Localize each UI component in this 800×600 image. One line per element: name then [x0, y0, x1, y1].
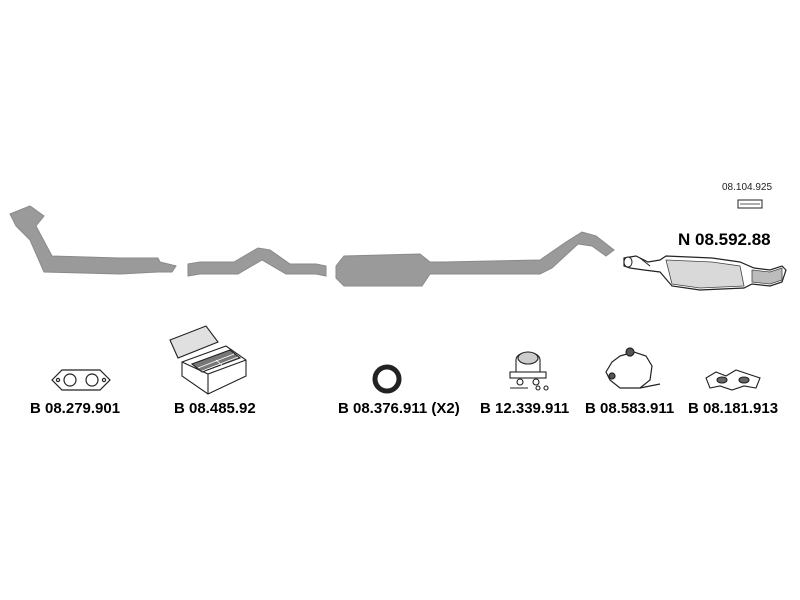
rubber-hanger-icon — [605, 347, 661, 389]
gasket-icon — [51, 369, 111, 391]
small-part-label: 08.104.925 — [722, 182, 773, 193]
middle-silencer — [335, 231, 615, 287]
accessory-label-3: B 08.376.911 (X2) — [338, 400, 460, 417]
clamp-icon — [509, 351, 549, 391]
small-bracket-part — [737, 199, 763, 209]
mounting-kit-box-icon — [169, 325, 247, 395]
accessory-label-2: B 08.485.92 — [174, 400, 256, 417]
rear-silencer-label: N 08.592.88 — [678, 230, 771, 249]
ring-gasket-icon — [372, 364, 402, 394]
front-downpipe — [9, 205, 177, 275]
rear-silencer — [623, 255, 787, 291]
flange-gasket-icon — [705, 369, 761, 391]
accessory-label-1: B 08.279.901 — [30, 400, 121, 417]
intermediate-pipe-front — [187, 247, 327, 277]
accessory-label-4: B 12.339.911 — [480, 400, 570, 417]
accessory-label-5: B 08.583.911 — [585, 400, 675, 417]
accessory-label-6: B 08.181.913 — [688, 400, 779, 417]
